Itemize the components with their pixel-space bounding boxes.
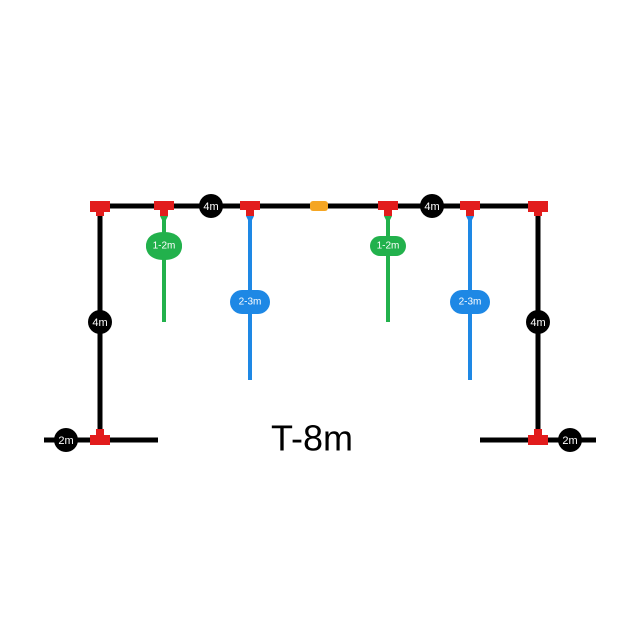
badge-drop-long-1-text: 2-3m	[239, 297, 262, 308]
connector-left-base	[90, 435, 110, 445]
badge-right-leg-text: 4m	[530, 317, 545, 329]
drop-arrow-tips	[160, 216, 474, 224]
drop-short-1-tip	[160, 216, 168, 224]
connector-drop-long-2-stem	[466, 208, 474, 216]
drop-badges: 1-2m 2-3m 1-2m 2-3m	[146, 232, 490, 314]
badge-top-right-span	[420, 194, 444, 218]
badge-drop-short-2-text: 1-2m	[377, 241, 400, 252]
black-badges: 4m 4m 4m 4m 2m 2m	[54, 194, 582, 452]
diagram-title: T-8m	[271, 418, 353, 459]
badge-left-base	[54, 428, 78, 452]
connector-left-base-stem	[96, 429, 104, 437]
connector-drop-long-2	[460, 201, 480, 210]
badge-drop-short-1-text: 1-2m	[153, 241, 176, 252]
drop-short-2-tip	[384, 216, 392, 224]
badge-drop-short-2	[370, 236, 406, 256]
badge-top-left-span-text: 4m	[203, 201, 218, 213]
badge-right-base-text: 2m	[562, 435, 577, 447]
connector-top-left-corner	[90, 201, 110, 212]
drops	[162, 206, 472, 380]
connector-right-base-stem	[534, 429, 542, 437]
badge-drop-long-1	[230, 290, 270, 314]
badge-drop-long-2	[450, 290, 490, 314]
coupler	[310, 201, 328, 211]
connector-drop-long-1-stem	[246, 208, 254, 216]
badge-left-leg-text: 4m	[92, 317, 107, 329]
badge-left-leg	[88, 310, 112, 334]
connector-drop-short-1-stem	[160, 208, 168, 216]
connector-right-base	[528, 435, 548, 445]
connector-top-right-corner	[528, 201, 548, 212]
badge-drop-long-2-text: 2-3m	[459, 297, 482, 308]
connector-top-right-corner-stem	[534, 208, 542, 216]
badge-left-base-text: 2m	[58, 435, 73, 447]
drop-long-2-tip	[466, 216, 474, 224]
connector-drop-short-2-stem	[384, 208, 392, 216]
drop-long-1-tip	[246, 216, 254, 224]
connector-top-left-corner-stem	[96, 208, 104, 216]
connector-drop-long-1	[240, 201, 260, 210]
t-connectors	[90, 201, 548, 445]
badge-top-right-span-text: 4m	[424, 201, 439, 213]
main-pipes	[44, 203, 596, 443]
connector-drop-short-2	[378, 201, 398, 210]
connector-drop-short-1	[154, 201, 174, 210]
badge-right-leg	[526, 310, 550, 334]
badge-top-left-span	[199, 194, 223, 218]
badge-right-base	[558, 428, 582, 452]
badge-drop-short-1-body	[146, 236, 182, 256]
